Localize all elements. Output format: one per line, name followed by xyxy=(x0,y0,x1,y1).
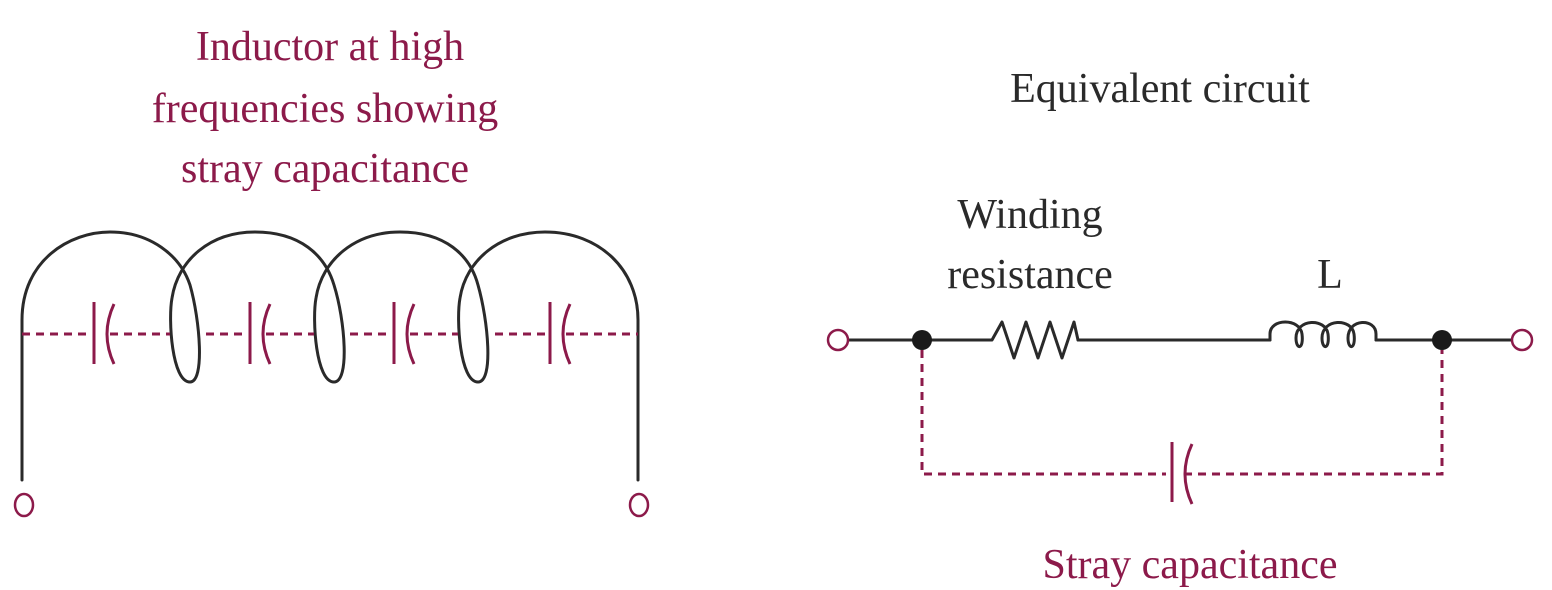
right-panel: Equivalent circuit Winding resistance L … xyxy=(826,66,1534,588)
capacitor-icon xyxy=(248,302,272,365)
resistor-icon xyxy=(986,320,1080,360)
capacitor-icon xyxy=(548,302,572,365)
left-junction-icon xyxy=(912,330,932,350)
right-terminal-icon[interactable] xyxy=(628,492,650,518)
inductor-label: L xyxy=(1317,252,1343,298)
stray-capacitance-wire xyxy=(1184,350,1444,476)
left-terminal-icon[interactable] xyxy=(13,492,35,518)
left-title-line-2: frequencies showing xyxy=(152,86,498,132)
left-title-line-3: stray capacitance xyxy=(181,146,469,192)
stray-capacitance-chain xyxy=(22,302,638,365)
stray-capacitance-label: Stray capacitance xyxy=(1043,542,1338,588)
stray-capacitor-icon xyxy=(1170,442,1194,505)
right-junction-icon xyxy=(1432,330,1452,350)
capacitor-icon xyxy=(392,302,416,365)
stray-capacitance-wire xyxy=(920,350,1166,476)
capacitor-icon xyxy=(92,302,116,365)
equivalent-circuit-title: Equivalent circuit xyxy=(1010,66,1310,112)
output-terminal-icon[interactable] xyxy=(1510,328,1534,352)
input-terminal-icon[interactable] xyxy=(826,328,850,352)
left-title-line-1: Inductor at high xyxy=(196,24,464,70)
coil-winding xyxy=(20,230,640,482)
resistor-label-line-2: resistance xyxy=(947,252,1113,298)
left-panel: Inductor at high frequencies showing str… xyxy=(13,24,650,518)
resistor-label-line-1: Winding xyxy=(957,192,1102,238)
inductor-icon xyxy=(1268,320,1378,348)
